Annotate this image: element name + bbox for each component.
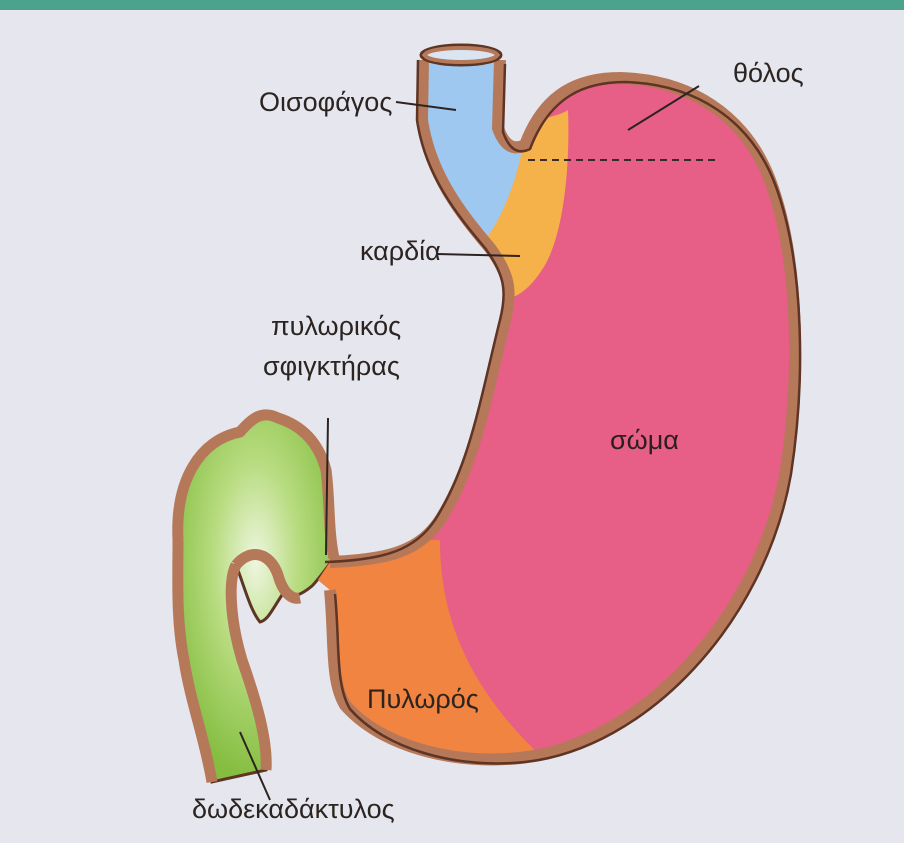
pylorus-label: Πυλωρός [367, 686, 479, 713]
duodenum-label: δωδεκαδάκτυλος [192, 796, 395, 823]
cardia-label: καρδία [360, 238, 441, 265]
esophagus-label: Οισοφάγος [259, 89, 392, 116]
fundus-label: θόλος [733, 60, 804, 87]
top-border [0, 0, 904, 10]
pyloric-sphincter-label-line1: πυλωρικός [271, 313, 401, 340]
body-label: σώμα [610, 427, 679, 454]
pyloric-sphincter-label-line2: σφιγκτήρας [263, 353, 400, 380]
